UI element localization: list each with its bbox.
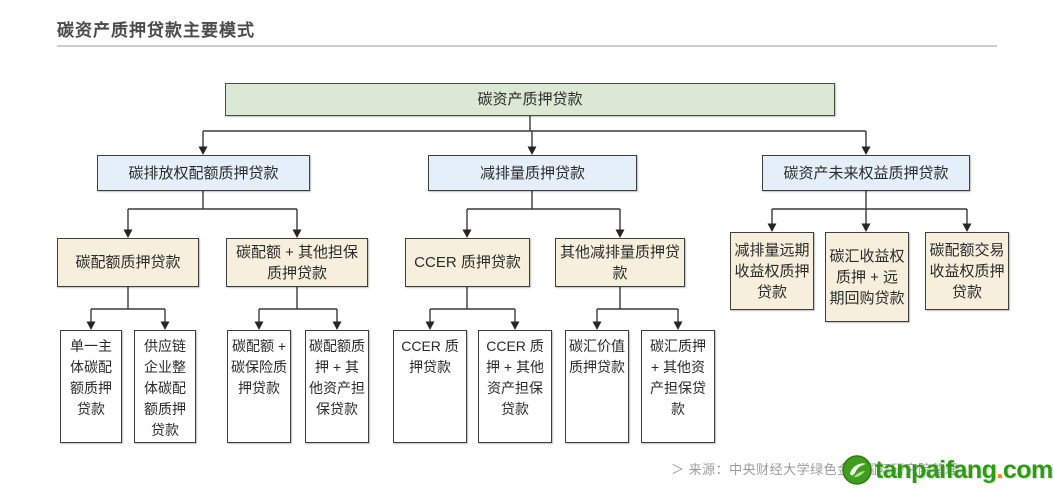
watermark-dot: .	[996, 455, 1003, 484]
node-ccer-pledge-loan: CCER 质押贷款	[405, 238, 530, 287]
node-allowance-plus-other-guarantee-loan: 碳配额 + 其他担保质押贷款	[226, 238, 368, 287]
node-allowance-pledge-loan: 碳配额质押贷款	[57, 238, 199, 287]
node-reduction-forward-income-pledge-loan: 减排量远期收益权质押贷款	[730, 232, 814, 310]
node-emission-allowance-pledge-loan: 碳排放权配额质押贷款	[97, 155, 310, 191]
node-ccer-plus-other-assets-loan: CCER 质押 + 其他资产担保贷款	[478, 330, 552, 443]
node-sink-plus-other-assets-loan: 碳汇质押 + 其他资产担保贷款	[641, 330, 715, 443]
node-root-carbon-asset-pledge-loan: 碳资产质押贷款	[225, 83, 835, 116]
node-future-rights-pledge-loan: 碳资产未来权益质押贷款	[762, 155, 970, 191]
node-sink-value-pledge-loan: 碳汇价值质押贷款	[565, 330, 629, 443]
node-sink-income-pledge-repurchase-loan: 碳汇收益权质押 + 远期回购贷款	[825, 232, 909, 322]
node-supply-chain-allowance-pledge-loan: 供应链企业整体碳配额质押贷款	[134, 330, 196, 443]
node-reduction-pledge-loan: 减排量质押贷款	[428, 155, 637, 191]
watermark-logo: tanpaifang.com	[842, 452, 1053, 488]
tanpaifang-icon	[842, 455, 872, 485]
node-allowance-trading-income-pledge-loan: 碳配额交易收益权质押贷款	[925, 232, 1009, 310]
title-divider	[57, 45, 997, 47]
source-caption: ＞ 来源：中央财经大学绿色金融国际研究院整理	[671, 462, 959, 477]
node-allowance-plus-carbon-insurance-loan: 碳配额 + 碳保险质押贷款	[227, 330, 291, 443]
node-allowance-plus-other-assets-loan: 碳配额质押 + 其他资产担保贷款	[305, 330, 369, 443]
page-title: 碳资产质押贷款主要模式	[57, 21, 255, 40]
watermark-text: tanpaifang.com	[875, 455, 1053, 484]
node-other-reduction-pledge-loan: 其他减排量质押贷款	[555, 238, 685, 287]
node-single-entity-allowance-pledge-loan: 单一主体碳配额质押贷款	[60, 330, 122, 443]
node-ccer-only-pledge-loan: CCER 质押贷款	[393, 330, 467, 443]
